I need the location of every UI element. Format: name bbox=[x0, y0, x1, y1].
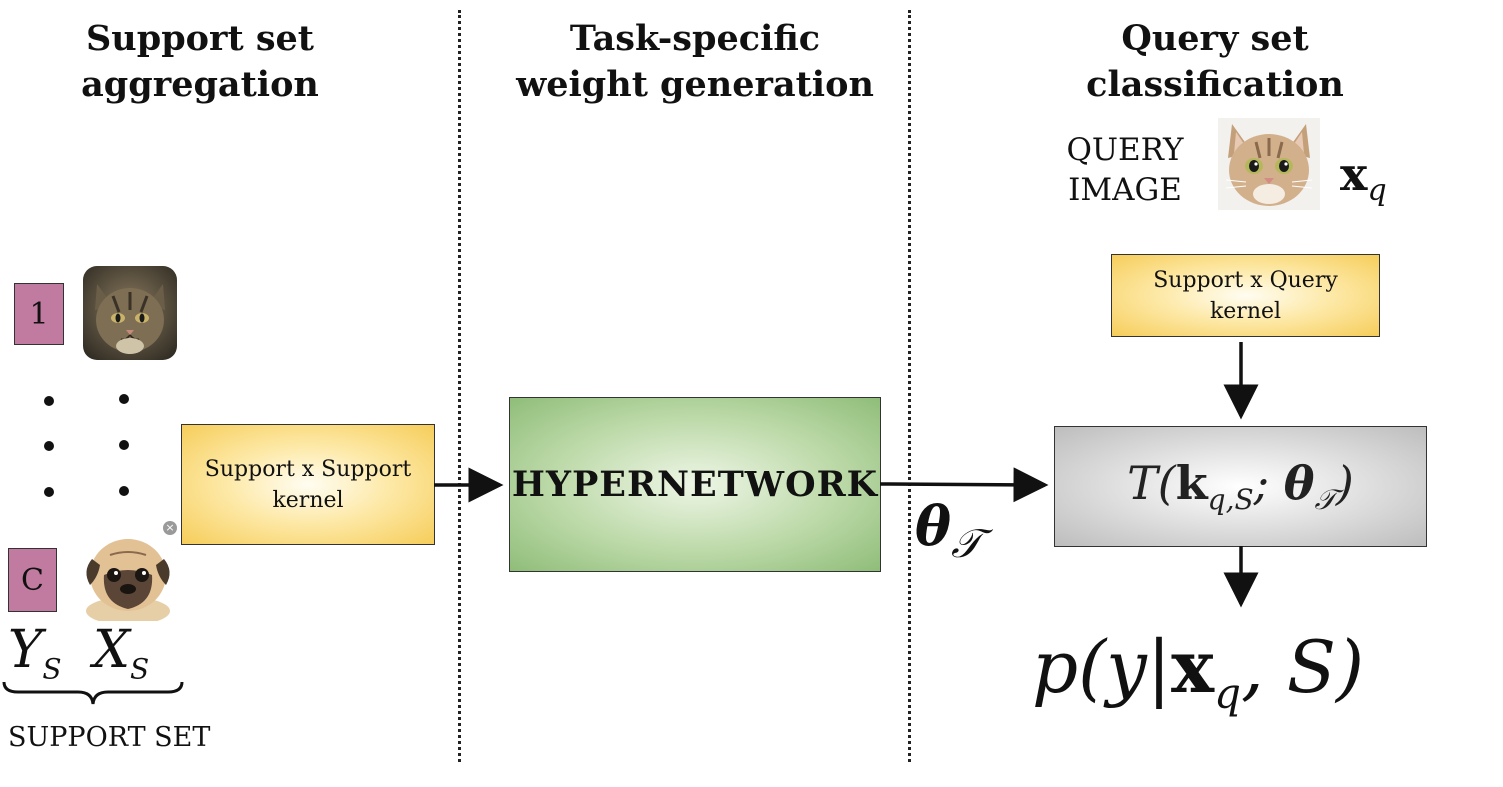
theta-subscript: 𝒯 bbox=[951, 520, 982, 567]
output-bar: | bbox=[1146, 625, 1172, 709]
ellipsis-dot-left-2 bbox=[44, 441, 54, 451]
ellipsis-dot-right-1 bbox=[119, 394, 129, 404]
t-separator: ; bbox=[1253, 455, 1284, 510]
divider-left bbox=[458, 10, 461, 762]
t-k-subscript: q,S bbox=[1207, 483, 1254, 517]
t-function-box: T(kq,S; θ𝒯) bbox=[1054, 426, 1427, 547]
support-set-caption: SUPPORT SET bbox=[8, 722, 211, 753]
query-cat-image bbox=[1218, 118, 1320, 210]
xs-letter: X bbox=[93, 620, 131, 680]
heading-weights-line1: Task-specific bbox=[569, 18, 821, 59]
xq-letter: x bbox=[1340, 147, 1368, 201]
heading-support-line1: Support set bbox=[86, 18, 314, 59]
t-k-symbol: k bbox=[1175, 455, 1208, 510]
t-function-formula: T(kq,S; θ𝒯) bbox=[1127, 456, 1354, 517]
support-query-kernel-box: Support x Query kernel bbox=[1111, 254, 1380, 337]
support-kernel-line2: kernel bbox=[272, 487, 344, 513]
xq-symbol: xq bbox=[1340, 144, 1387, 221]
xq-subscript: q bbox=[1367, 173, 1387, 209]
heading-query-classification: Query set classification bbox=[1060, 16, 1370, 108]
support-cat-image bbox=[83, 266, 177, 360]
heading-support-set-aggregation: Support set aggregation bbox=[40, 16, 360, 108]
output-rest: , S) bbox=[1240, 625, 1365, 709]
t-func-open: T( bbox=[1127, 455, 1176, 510]
heading-weight-generation: Task-specific weight generation bbox=[500, 16, 890, 108]
query-kernel-line2: kernel bbox=[1209, 298, 1282, 324]
class-label-first: 1 bbox=[14, 283, 64, 345]
divider-right bbox=[908, 10, 911, 762]
t-func-close: ) bbox=[1335, 455, 1354, 510]
query-image-label-line1: QUERY bbox=[1066, 132, 1184, 168]
ys-symbol: YS bbox=[8, 620, 62, 699]
ys-subscript: S bbox=[42, 652, 62, 686]
heading-support-line2: aggregation bbox=[81, 64, 319, 105]
support-support-kernel-box: Support x Support kernel bbox=[181, 424, 435, 545]
output-p: p(y bbox=[1032, 625, 1147, 709]
t-theta-symbol: θ bbox=[1283, 455, 1315, 510]
xs-symbol: XS bbox=[93, 620, 149, 699]
heading-query-line1: Query set bbox=[1121, 18, 1309, 59]
output-probability: p(y|xq, S) bbox=[1032, 622, 1364, 738]
hypernetwork-box: HYPERNETWORK bbox=[509, 397, 881, 572]
ellipsis-dot-left-3 bbox=[44, 487, 54, 497]
t-theta-subscript: 𝒯 bbox=[1314, 483, 1336, 517]
hypernetwork-label: HYPERNETWORK bbox=[511, 464, 879, 505]
ellipsis-dot-right-2 bbox=[119, 440, 129, 450]
query-kernel-line1: Support x Query bbox=[1153, 267, 1338, 293]
theta-t-label: θ𝒯 bbox=[915, 494, 982, 576]
support-set-brace bbox=[2, 681, 184, 705]
support-kernel-line1: Support x Support bbox=[204, 456, 412, 482]
arrow-hypernetwork-to-t bbox=[879, 467, 1049, 503]
output-x: x bbox=[1171, 624, 1215, 709]
heading-weights-line2: weight generation bbox=[516, 64, 874, 105]
query-image-label: QUERY IMAGE bbox=[1064, 130, 1186, 210]
ellipsis-dot-right-3 bbox=[119, 486, 129, 496]
class-label-last: C bbox=[8, 548, 57, 612]
output-x-subscript: q bbox=[1214, 668, 1241, 718]
ys-letter: Y bbox=[8, 620, 43, 680]
query-image-label-line2: IMAGE bbox=[1068, 172, 1182, 208]
xs-subscript: S bbox=[130, 652, 150, 686]
close-badge-icon[interactable]: × bbox=[163, 521, 177, 535]
ellipsis-dot-left-1 bbox=[44, 396, 54, 406]
theta-symbol: θ bbox=[915, 494, 952, 558]
heading-query-line2: classification bbox=[1086, 64, 1344, 105]
support-pug-image bbox=[78, 525, 178, 625]
